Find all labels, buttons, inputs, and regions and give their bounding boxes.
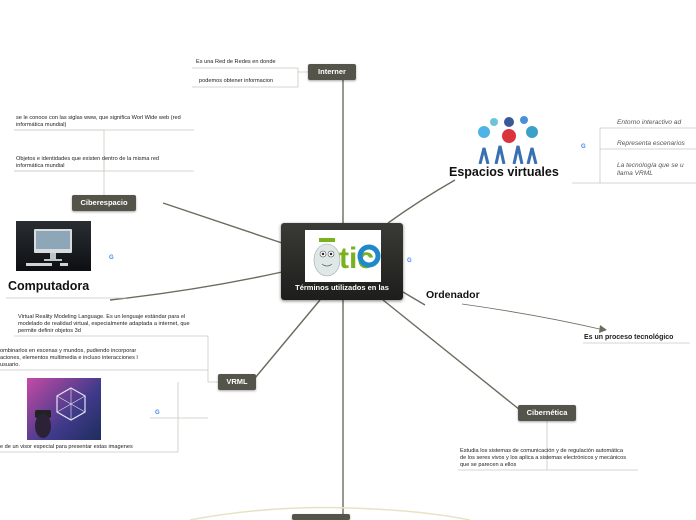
social-media-icons (478, 116, 538, 164)
node-ciberespacio[interactable]: Ciberespacio (72, 195, 136, 211)
node-interner[interactable]: Interner (308, 64, 356, 80)
label-espacios-virtuales[interactable]: Espacios virtuales (449, 165, 559, 179)
power-icon (502, 129, 516, 143)
social-icons-image (470, 112, 548, 164)
leaf-ciberespacio-2[interactable]: Objetos e identidades que existen dentro… (16, 156, 160, 169)
leaf-vrml-1[interactable]: Virtual Reality Modeling Language. Es un… (18, 314, 190, 334)
node-vrml[interactable]: VRML (218, 374, 256, 390)
node-vrml-label: VRML (226, 377, 248, 386)
central-title: Términos utilizados en las (295, 283, 389, 292)
twitter-icon (478, 126, 490, 138)
central-topic[interactable]: tic Términos utilizados en las (281, 223, 403, 300)
desktop-computer-icon (26, 229, 72, 266)
link-ordenador (402, 291, 426, 306)
node-bottom-partial[interactable] (292, 514, 350, 520)
leaf-cibernetica-1[interactable]: Estudia los sistemas de comunicación y d… (460, 448, 627, 468)
leaf-vrml-2[interactable]: ombinarlos en escenas y mundos, pudiendo… (0, 348, 138, 368)
label-computadora[interactable]: Computadora (8, 279, 90, 293)
node-ciberespacio-label: Ciberespacio (80, 198, 128, 207)
leaf-vrml-3[interactable]: e de un visor especial para presentar es… (0, 444, 133, 450)
arrow-head (599, 325, 607, 333)
google-icon[interactable]: G (407, 258, 412, 264)
leaf-ciberespacio-1[interactable]: se le conoce con las siglas www, que sig… (16, 115, 181, 128)
users-icon (520, 116, 528, 124)
node-cibernetica[interactable]: Cibernética (518, 405, 576, 421)
leaf-espacios-2[interactable]: Representa escenarios (617, 140, 685, 147)
leaf-interner-2[interactable]: podemos obtener informacion (199, 78, 274, 84)
facebook-icon (504, 117, 514, 127)
node-interner-label: Interner (318, 67, 346, 76)
google-icon[interactable]: G (109, 255, 114, 261)
link-computadora (109, 271, 283, 301)
pinterest-icon (526, 126, 538, 138)
label-ordenador[interactable]: Ordenador (426, 289, 480, 301)
computer-image (16, 221, 91, 271)
link-vrml (254, 299, 321, 379)
leaf-ordenador-1[interactable]: Es un proceso tecnológico (584, 334, 674, 341)
leaf-espacios-1[interactable]: Entorno interactivo ad (617, 119, 682, 126)
google-icon[interactable]: G (581, 144, 586, 150)
link-espacios (387, 179, 456, 224)
leaf-espacios-3[interactable]: La tecnología que se u llama VRML (617, 162, 684, 177)
link-ciberespacio (162, 202, 283, 244)
tic-logo-icon: tic (313, 238, 381, 277)
google-icon[interactable]: G (155, 410, 160, 416)
gear-icon (490, 118, 498, 126)
tic-logo-image: tic (305, 230, 381, 282)
link-cibernetica (382, 299, 521, 411)
vr-headset-icon (35, 387, 86, 438)
leaf-interner-1[interactable]: Es una Red de Redes en donde (196, 59, 276, 65)
vr-headset-image (27, 378, 101, 440)
node-cibernetica-label: Cibernética (526, 408, 568, 417)
link-ordenador-leaf (461, 303, 605, 331)
